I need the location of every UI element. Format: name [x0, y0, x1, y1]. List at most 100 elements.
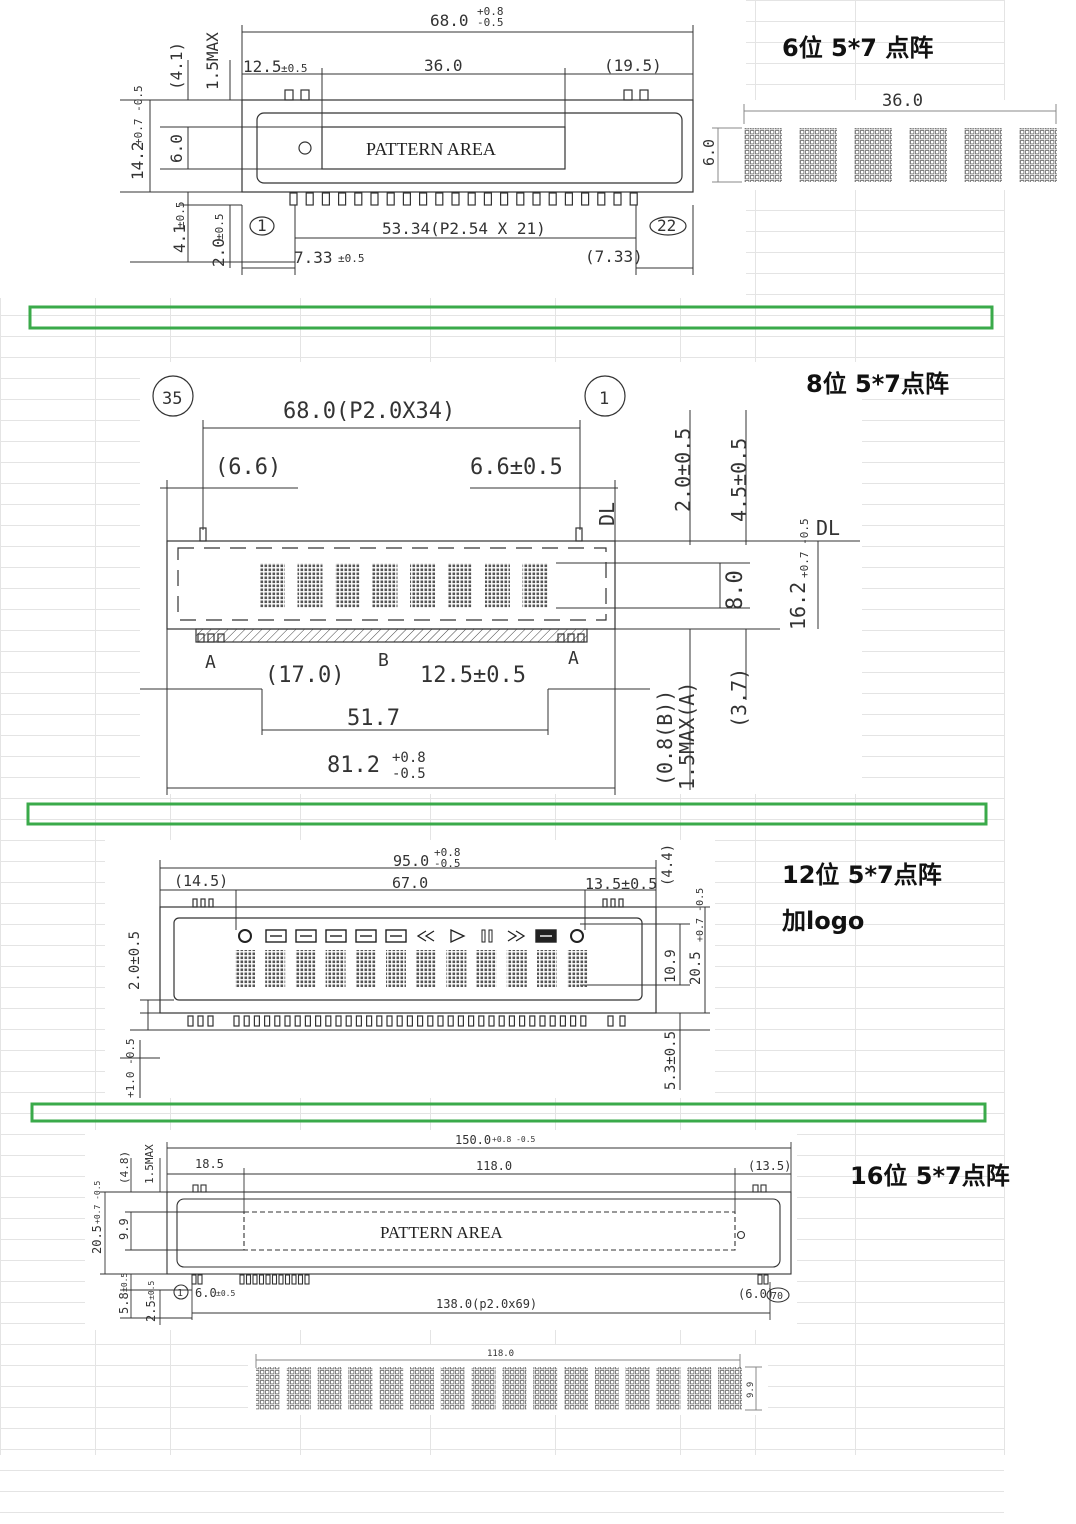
digit-cell: [476, 950, 497, 987]
fast-forward-icon: [507, 930, 526, 942]
digit-cell: [964, 128, 1002, 182]
rewind-icon: [416, 930, 435, 942]
pin-drop-12: 2.0±0.5: [127, 931, 143, 990]
letter-a-left: A: [205, 652, 216, 673]
section-3-text: 95.0 +0.8 -0.5 (14.5) 67.0 13.5±0.5 (4.4…: [124, 844, 706, 1098]
right-offset-16: (13.5): [748, 1159, 791, 1173]
pin: [569, 1015, 577, 1027]
pin: [607, 1015, 614, 1027]
a-offset-label: 12.5±0.5: [420, 663, 526, 688]
overall-tol-plus-12: +0.8: [434, 846, 461, 859]
pin-left-label: 7.33: [294, 248, 333, 267]
play-icon: [450, 928, 466, 944]
pin: [532, 192, 541, 206]
pattern-area-box: [321, 126, 566, 170]
pin: [245, 1274, 252, 1285]
separator-3: [30, 1102, 987, 1123]
pin-last-16: 70: [771, 1291, 783, 1302]
pin-length-tol: ±0.5: [174, 202, 187, 229]
digit-cell: [410, 1367, 434, 1410]
mp3-icon: [355, 929, 377, 943]
top-tabs-16: [192, 1184, 767, 1193]
digit-cell: [567, 950, 588, 987]
digit-cell: [909, 128, 947, 182]
pattern-area-16-label: PATTERN AREA: [380, 1223, 503, 1242]
top-gap-12: (4.4): [660, 844, 676, 886]
body-height-16: 20.5: [90, 1225, 104, 1254]
pin: [508, 1015, 515, 1027]
digit-cell: [297, 563, 323, 608]
digit-cell: [799, 128, 837, 182]
display-width-12: 67.0: [392, 874, 428, 892]
pin: [271, 1274, 278, 1285]
pin: [498, 1015, 505, 1027]
pin: [207, 1015, 214, 1027]
digit-cell: [446, 950, 467, 987]
disc-icon: [570, 929, 584, 943]
digit-cell: [537, 950, 557, 987]
max-height-16: 1.5MAX: [143, 1144, 156, 1184]
pin: [197, 1015, 204, 1027]
pin: [580, 192, 590, 206]
dim-lines-8: [140, 410, 860, 795]
display-width-label: 51.7: [347, 706, 400, 731]
six-digit-cells: [744, 128, 1057, 182]
pin: [564, 192, 574, 206]
pin: [354, 192, 363, 206]
right-offset-12: 13.5±0.5: [585, 875, 657, 893]
digit-cell: [286, 1367, 311, 1410]
overall-tol-plus-8: +0.8: [392, 750, 426, 766]
left-offset-tol: ±0.5: [281, 62, 308, 75]
dl-label-left: DL: [595, 502, 619, 526]
pin-first-16: 1: [177, 1288, 183, 1299]
section-3-drawing: [105, 840, 715, 1098]
pin-length-12: 5.3±0.5: [663, 1031, 679, 1090]
pin-left-tol-16: ±0.5: [216, 1289, 235, 1298]
pattern-height-16: 9.9: [117, 1218, 131, 1240]
side-gap-label: 4.5±0.5: [727, 438, 751, 522]
rec-icon: [535, 929, 557, 943]
pin: [402, 192, 411, 206]
pin: [191, 1274, 197, 1285]
left-margin-label: (6.6): [215, 455, 281, 480]
pin: [321, 192, 330, 206]
pin: [265, 1274, 271, 1285]
side-pin: [197, 633, 205, 643]
pin-left-tol: ±0.5: [338, 252, 365, 265]
vfd-glass-16: [176, 1198, 781, 1268]
pin: [597, 192, 606, 206]
overall-tol-minus-8: -0.5: [392, 766, 426, 782]
dim-lines-6: [120, 25, 694, 275]
pin-22-marker: [649, 216, 687, 236]
digit-cell: [718, 1367, 742, 1410]
pin-length-tol-16: ±0.5: [120, 1273, 129, 1292]
b-width-label: (17.0): [265, 663, 344, 688]
pin: [516, 192, 525, 206]
dim-lines-16: [100, 1142, 792, 1325]
right-margin-label: 6.6±0.5: [470, 455, 563, 480]
pin: [291, 1274, 297, 1285]
pin: [289, 192, 298, 206]
pin: [451, 192, 460, 206]
digit-cell: [564, 1367, 588, 1410]
glass-height-label: 16.2: [786, 582, 810, 630]
pin: [376, 1015, 383, 1027]
body-height-tol: +0.7 -0.5: [132, 85, 145, 145]
vfd-glass-12: [173, 917, 643, 1001]
pin: [366, 1015, 373, 1027]
digit-cell: [372, 563, 398, 608]
pin: [325, 1015, 332, 1027]
b-thick-label: (0.8(B)): [653, 690, 677, 786]
overall-length-12: 95.0: [393, 852, 429, 870]
separator-2: [26, 802, 988, 826]
pause-icon: [481, 929, 493, 943]
heading-12-digit: 12位 5*7点阵: [782, 861, 942, 889]
digit-cell: [506, 950, 527, 987]
sixteen-digit-detail: 118.0 9.9: [248, 1345, 768, 1415]
pin: [370, 192, 379, 206]
clock-icon: [238, 929, 252, 943]
pin: [386, 192, 395, 206]
pin: [468, 1015, 475, 1027]
pin-drop-tol: ±0.5: [213, 214, 226, 241]
digit-cell: [744, 128, 782, 182]
